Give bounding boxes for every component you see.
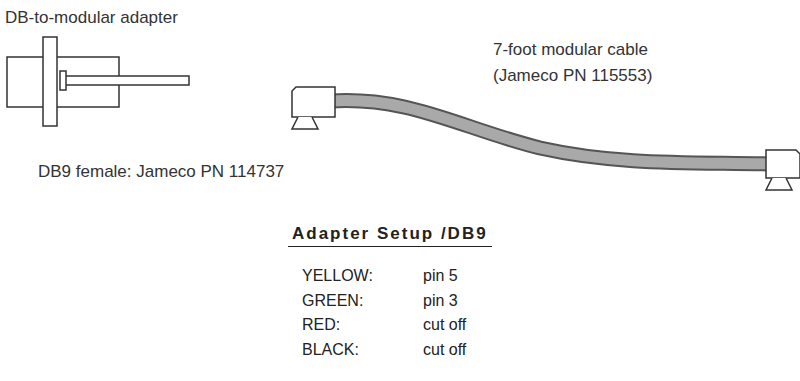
- modular-cable: [330, 100, 770, 164]
- table-cell: pin 3: [423, 292, 458, 310]
- table-cell: pin 5: [423, 267, 458, 285]
- part-number: DB9 female: Jameco PN 114737: [38, 162, 284, 182]
- plug-latch: [292, 117, 318, 129]
- table-cell: cut off: [423, 341, 466, 359]
- cable-outline: [330, 100, 770, 164]
- part-number: (Jameco PN 115553): [493, 66, 652, 86]
- adapter-slot-tab: [60, 71, 66, 90]
- table-cell: RED:: [302, 316, 340, 334]
- db9-adapter: [7, 37, 189, 126]
- adapter-flange: [43, 37, 57, 126]
- table-heading: Adapter Setup /DB9: [288, 224, 492, 247]
- plug-latch: [766, 178, 792, 190]
- modular-plug: [766, 150, 800, 190]
- adapter-slot: [65, 76, 189, 85]
- plug-body: [292, 87, 335, 117]
- part-name: DB-to-modular adapter: [5, 8, 178, 28]
- table-cell: BLACK:: [302, 341, 359, 359]
- cable-jacket: [330, 100, 770, 164]
- table-cell: GREEN:: [302, 292, 363, 310]
- part-name: 7-foot modular cable: [493, 40, 648, 60]
- table-cell: YELLOW:: [302, 267, 373, 285]
- table-cell: cut off: [423, 316, 466, 334]
- modular-plug: [292, 87, 335, 129]
- plug-body: [766, 150, 800, 178]
